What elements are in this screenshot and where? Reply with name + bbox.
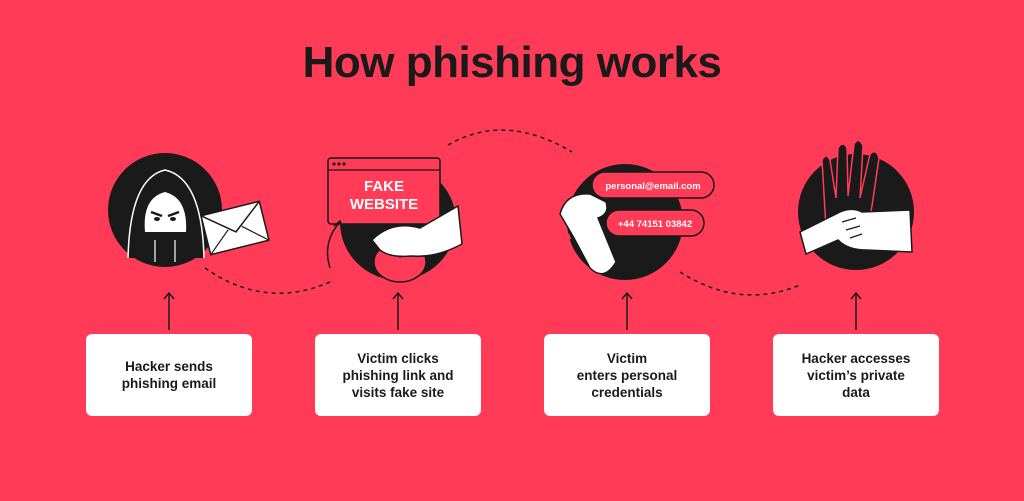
fake-website-icon: FAKE WEBSITE [326, 157, 463, 283]
step-card-2: Victim clicks phishing link and visits f… [315, 334, 481, 416]
envelope-icon [200, 200, 270, 256]
arrow-up-icon [163, 291, 862, 330]
connector-1-2 [204, 267, 331, 294]
fake-site-line2: WEBSITE [350, 196, 418, 213]
gloved-hand-icon [798, 139, 914, 270]
page-title: How phishing works [302, 38, 722, 87]
step-card-3: Victim enters personal credentials [544, 334, 710, 416]
phone-field-text: +44 74151 03842 [618, 219, 692, 230]
step-2-label: Victim clicks phishing link and visits f… [342, 350, 454, 400]
connector-2-3 [447, 129, 573, 153]
email-field-text: personal@email.com [605, 181, 700, 192]
step-1-label: Hacker sends phishing email [121, 359, 217, 391]
step-card-1: Hacker sends phishing email [86, 334, 252, 416]
step-4-label: Hacker accesses victim’s private data [801, 350, 911, 400]
step-3-label: Victim enters personal credentials [576, 350, 678, 400]
hooded-hacker-icon [108, 153, 222, 267]
connector-3-4 [679, 271, 801, 296]
credentials-icon: personal@email.com +44 74151 03842 [549, 164, 715, 280]
step-card-4: Hacker accesses victim’s private data [773, 334, 939, 416]
fake-site-line1: FAKE [364, 178, 404, 195]
